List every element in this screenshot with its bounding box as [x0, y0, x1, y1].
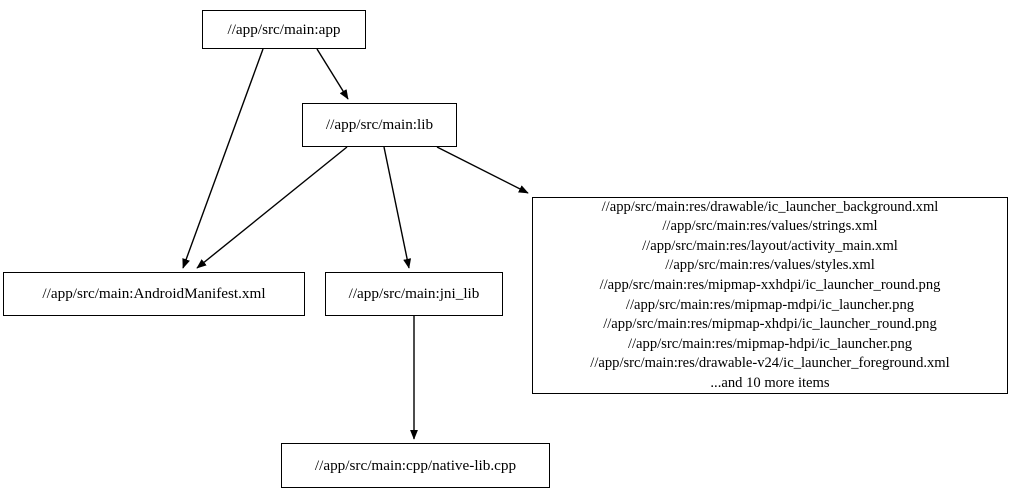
graph-node-res-group-label: //app/src/main:res/drawable/ic_launcher_…: [590, 198, 950, 391]
edge-app-to-manifest: [182, 48, 264, 269]
graph-node-jni-lib-label: //app/src/main:jni_lib: [348, 285, 480, 303]
graph-node-app[interactable]: //app/src/main:app: [202, 10, 366, 49]
edge-app-to-lib: [316, 48, 349, 100]
graph-node-native-lib-cpp-label: //app/src/main:cpp/native-lib.cpp: [314, 456, 517, 474]
graph-node-app-label: //app/src/main:app: [227, 20, 341, 38]
graph-node-res-group[interactable]: //app/src/main:res/drawable/ic_launcher_…: [532, 197, 1008, 394]
graph-node-native-lib-cpp[interactable]: //app/src/main:cpp/native-lib.cpp: [281, 443, 550, 488]
graph-node-jni-lib[interactable]: //app/src/main:jni_lib: [325, 272, 503, 316]
graph-node-android-manifest-label: //app/src/main:AndroidManifest.xml: [42, 285, 266, 303]
graph-node-android-manifest[interactable]: //app/src/main:AndroidManifest.xml: [3, 272, 305, 316]
edge-lib-to-res: [436, 146, 529, 194]
edge-lib-to-manifest: [196, 146, 348, 269]
graph-node-lib[interactable]: //app/src/main:lib: [302, 103, 457, 147]
graph-node-lib-label: //app/src/main:lib: [325, 116, 434, 134]
edge-lib-to-jni-lib: [383, 146, 412, 269]
